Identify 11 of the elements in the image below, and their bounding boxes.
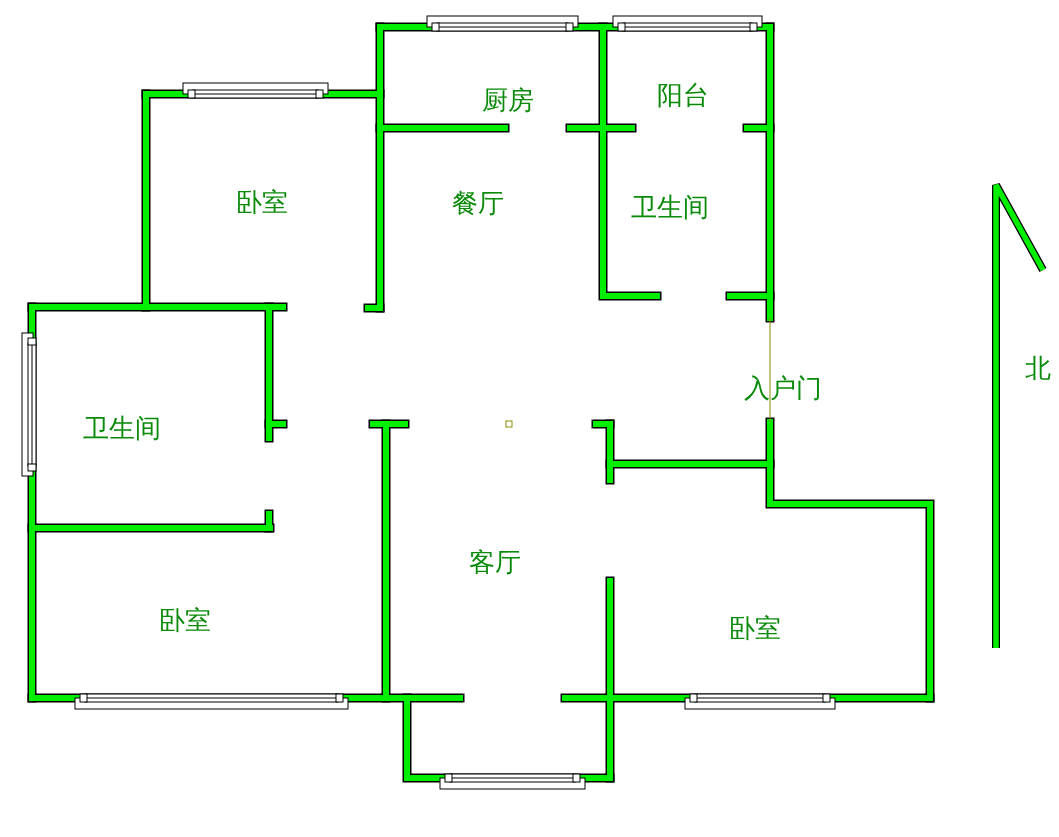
room-label: 卫生间 bbox=[631, 194, 709, 220]
room-label: 客厅 bbox=[469, 549, 521, 575]
compass-label: 北 bbox=[1025, 355, 1051, 381]
room-label: 卧室 bbox=[236, 189, 288, 215]
room-label: 餐厅 bbox=[452, 190, 504, 216]
room-label: 卧室 bbox=[159, 607, 211, 633]
door-label: 入户门 bbox=[744, 375, 822, 401]
room-label: 阳台 bbox=[657, 82, 709, 108]
room-label: 卫生间 bbox=[83, 415, 161, 441]
room-label: 卧室 bbox=[729, 615, 781, 641]
room-label: 厨房 bbox=[482, 87, 534, 113]
